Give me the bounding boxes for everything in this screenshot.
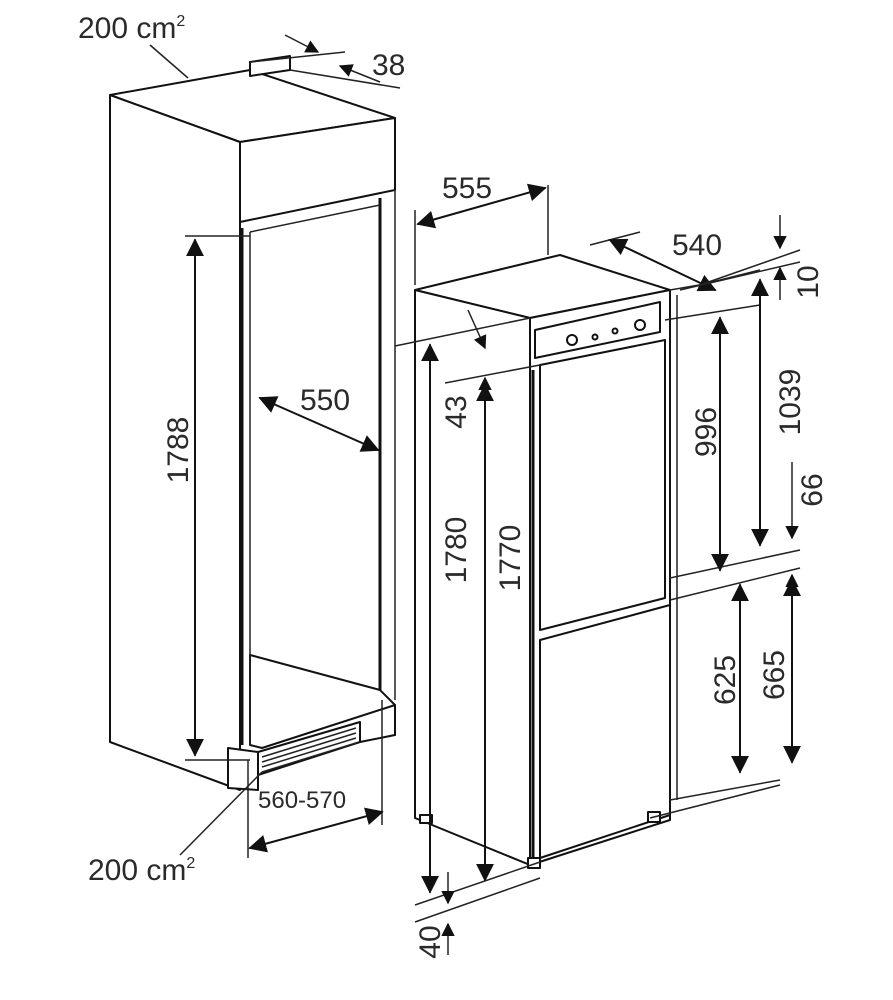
fridge-total-height-label: 1780 <box>440 517 473 584</box>
gap-label: 66 <box>796 473 829 506</box>
vent-top-leader <box>149 44 189 79</box>
fridge-appliance <box>414 254 706 869</box>
fridge-depth-arrow <box>608 238 717 292</box>
lower-section-label: 665 <box>758 650 791 700</box>
upper-section-label: 1039 <box>774 369 807 436</box>
vent-slats <box>261 727 357 773</box>
dimension-labels: 200 cm2 38 1788 550 560-570 200 cm2 555 … <box>78 12 829 959</box>
top-gap-arrow-b <box>338 64 381 83</box>
lower-door <box>539 604 671 859</box>
opening-top-edge <box>249 204 381 233</box>
control-knob-icon <box>634 319 646 331</box>
top-gap-arrow-a <box>284 34 320 53</box>
plinth-label: 40 <box>414 925 447 958</box>
control-knob-icon <box>566 334 578 346</box>
door-offset-label: 43 <box>440 395 473 428</box>
indicator-dot-icon <box>591 333 599 341</box>
niche-depth-arrow <box>258 396 380 452</box>
door-offset-arrow-a <box>467 309 487 350</box>
vent-top-label: 200 cm2 <box>78 12 185 45</box>
niche-cabinet <box>109 55 396 791</box>
fridge-width-arrow <box>416 183 547 229</box>
niche-depth-label: 550 <box>300 384 350 417</box>
upper-door-label: 996 <box>690 407 723 457</box>
niche-width-arrow <box>248 807 384 853</box>
fridge-depth-label: 540 <box>672 229 722 262</box>
niche-height-label: 1788 <box>162 417 195 484</box>
niche-width-label: 560-570 <box>258 787 346 814</box>
niche-dimensions <box>149 34 401 858</box>
niche-side-panel <box>109 94 241 791</box>
vent-bottom-label: 200 cm2 <box>88 854 195 887</box>
fridge-body-height-label: 1770 <box>494 525 527 592</box>
indicator-dot-icon <box>611 327 619 335</box>
fridge-dimensions <box>394 183 801 955</box>
foot <box>527 857 541 869</box>
vent-bottom-leader <box>179 771 263 856</box>
top-gap-label: 38 <box>372 49 405 82</box>
lower-door-label: 625 <box>709 655 742 705</box>
upper-door <box>539 339 666 631</box>
plinth-front <box>227 747 259 791</box>
control-panel <box>534 301 661 359</box>
fridge-width-label: 555 <box>442 172 492 205</box>
top-offset-label: 10 <box>792 265 825 298</box>
